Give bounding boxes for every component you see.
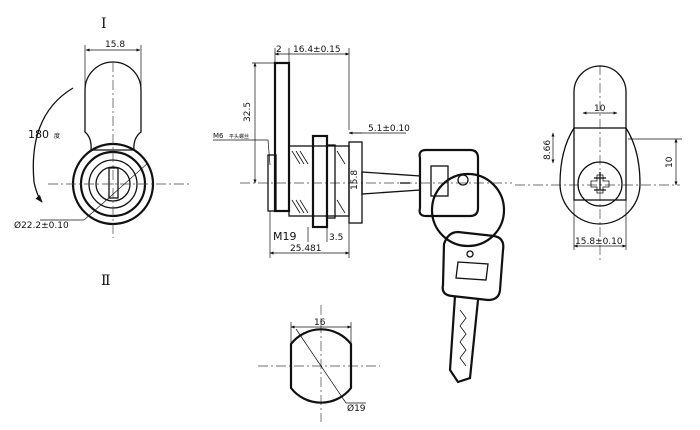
hex-nut [311,134,329,229]
cam-tongue-outline [84,61,142,151]
roman-numeral-two: Ⅱ [101,273,111,289]
rear-dim-8-66: 8.66 [543,140,553,160]
thread-hatching [291,150,346,214]
key2-slot [455,261,489,281]
key-ring [430,172,506,248]
keys [418,148,506,384]
body-diameter-dim: Ø22.2±0.10 [14,220,69,231]
keyway-slot [108,167,119,199]
rear-view: 10 8.66 10 15.8±0.10 [515,65,682,260]
roman-numeral-one: Ⅰ [101,16,107,32]
dim-m19: M19 [273,230,297,243]
cam-plate [273,61,291,213]
dim-15-8-vertical: 15.8 [350,170,360,190]
key-head-top [418,148,480,218]
rotation-unit: 度 [54,132,60,140]
rotation-angle: 180 [28,128,49,141]
dim-32-5: 32.5 [243,102,253,122]
m6-note: 平头螺丝 [229,133,249,140]
rear-cam-outline [559,65,641,225]
washer [326,144,336,219]
dim-16-4: 16.4±0.15 [293,45,341,55]
dim-m6: M6 [213,132,224,140]
cutout-dim-19: Ø19 [347,403,366,414]
dim-25-481: 25.481 [290,244,322,254]
rear-dim-10-right: 10 [665,156,675,168]
rear-cam-body [573,127,627,201]
cutout-profile [289,328,353,404]
rear-screw-head [577,161,623,207]
dim-5-1: 5.1±0.10 [368,124,410,134]
rear-dim-10-top: 10 [594,104,606,114]
key-head-hole [457,174,469,186]
rotation-arrow [32,87,74,203]
panel-cutout-view: 16 Ø19 [258,305,380,422]
front-width-dim: 15.8 [105,40,125,50]
cam-screw [267,154,277,212]
key2-hole [466,250,474,258]
side-view: 2 16.4±0.15 32.5 M6 平头螺丝 5.1±0.10 15.8 M… [213,45,512,258]
key2-blade [448,295,480,384]
rear-dim-15-8: 15.8±0.10 [575,237,623,247]
dim-2: 2 [276,45,282,55]
front-view: Ⅰ Ⅱ 15.8 180 度 Ø22.2±0.10 [14,16,190,289]
key-head-bottom [441,230,505,302]
dim-3-5: 3.5 [329,233,343,243]
cutout-dim-16: 16 [314,318,326,328]
